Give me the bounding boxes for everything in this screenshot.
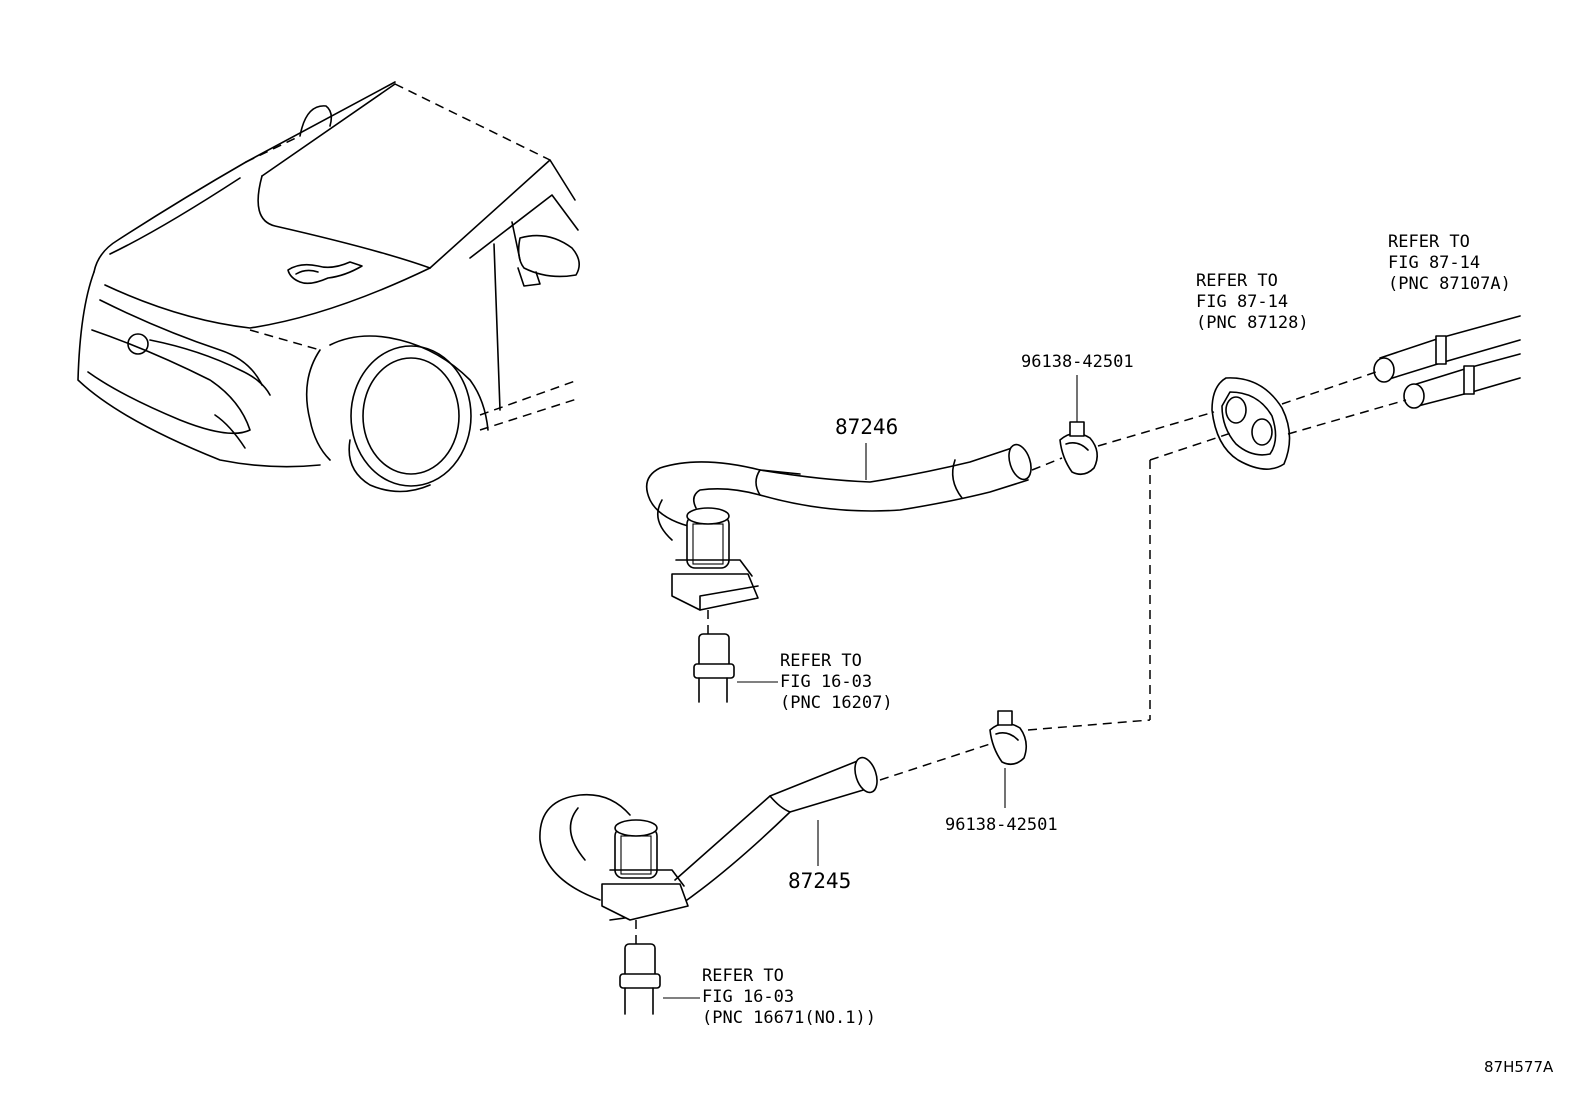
svg-text:REFER TO: REFER TO <box>780 651 862 671</box>
part-number-87246[interactable]: 87246 <box>835 415 898 439</box>
svg-text:(PNC 87107A): (PNC 87107A) <box>1388 274 1511 294</box>
heater-pipes[interactable] <box>1373 315 1521 409</box>
svg-text:FIG 16-03: FIG 16-03 <box>702 987 794 1007</box>
ref-grommet: REFER TO FIG 87-14 (PNC 87128) <box>1196 271 1309 333</box>
svg-text:FIG 87-14: FIG 87-14 <box>1196 292 1288 312</box>
lower-clamp[interactable] <box>989 710 1028 808</box>
connection-lines <box>635 371 1407 944</box>
svg-text:(PNC 16207): (PNC 16207) <box>780 693 893 713</box>
svg-text:FIG 16-03: FIG 16-03 <box>780 672 872 692</box>
part-number-clamp-lower[interactable]: 96138-42501 <box>945 815 1058 835</box>
grommet[interactable] <box>1211 377 1291 470</box>
lower-pipe-stub <box>619 943 700 1015</box>
svg-text:(PNC 87128): (PNC 87128) <box>1196 313 1309 333</box>
svg-text:REFER TO: REFER TO <box>1388 232 1470 252</box>
ref-upper-pipe: REFER TO FIG 16-03 (PNC 16207) <box>780 651 893 713</box>
figure-code: 87H577A <box>1484 1058 1554 1076</box>
svg-text:FIG 87-14: FIG 87-14 <box>1388 253 1480 273</box>
lower-hose[interactable] <box>539 755 881 921</box>
ref-lower-pipe: REFER TO FIG 16-03 (PNC 16671(NO.1)) <box>702 966 876 1028</box>
upper-pipe-stub <box>693 633 778 703</box>
svg-text:REFER TO: REFER TO <box>1196 271 1278 291</box>
vehicle-illustration <box>77 81 581 493</box>
upper-hose[interactable] <box>645 442 1035 611</box>
ref-heater-pipes: REFER TO FIG 87-14 (PNC 87107A) <box>1388 232 1511 294</box>
upper-clamp[interactable] <box>1059 375 1098 476</box>
part-number-87245[interactable]: 87245 <box>788 869 851 893</box>
part-number-clamp-upper[interactable]: 96138-42501 <box>1021 352 1134 372</box>
svg-text:REFER TO: REFER TO <box>702 966 784 986</box>
svg-text:(PNC 16671(NO.1)): (PNC 16671(NO.1)) <box>702 1008 876 1028</box>
